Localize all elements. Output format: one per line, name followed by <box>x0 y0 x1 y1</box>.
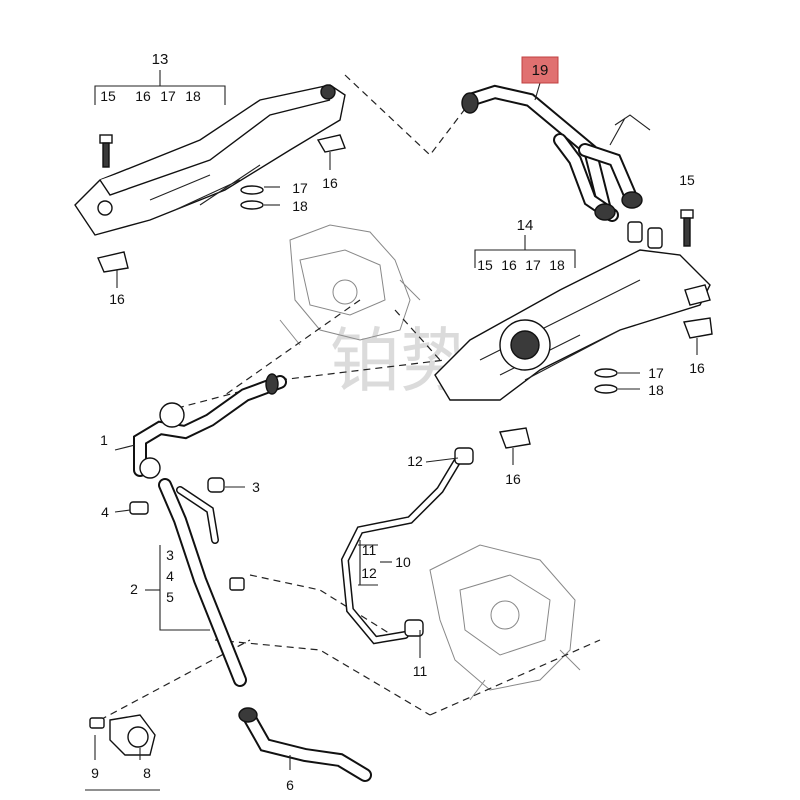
oring-18-lower <box>594 384 618 394</box>
callout-18-oring-lower: 18 <box>648 382 664 398</box>
callout-16-clip-right: 16 <box>689 360 705 376</box>
callout-17-bracket14: 17 <box>525 257 541 273</box>
assembly-lines <box>99 74 601 721</box>
callout-19: 19 <box>532 62 549 79</box>
callout-16-clip-mid: 16 <box>505 471 521 487</box>
oring-17-upper <box>240 185 264 195</box>
callout-15-right: 15 <box>679 172 695 188</box>
highlight-box-19 <box>521 56 559 84</box>
callout-15-bracket14: 15 <box>477 257 493 273</box>
bracket-14 <box>474 235 576 268</box>
callout-5-bracket2: 5 <box>166 589 174 605</box>
callout-3-clamp: 3 <box>252 479 260 495</box>
leader-lines <box>94 82 698 770</box>
callout-18-top: 18 <box>185 88 201 104</box>
callout-16-clip-left: 16 <box>109 291 125 307</box>
callout-14: 14 <box>517 217 534 234</box>
callout-4-bracket2: 4 <box>166 568 174 584</box>
callout-16-clip-top: 16 <box>322 175 338 191</box>
bracket-2 <box>145 545 210 631</box>
breather-hose-6 <box>238 707 372 782</box>
crankcase-vent-pipe <box>461 84 663 249</box>
callout-13: 13 <box>152 51 169 68</box>
clip-16-left <box>97 251 129 273</box>
callout-8: 8 <box>143 765 151 781</box>
callout-9: 9 <box>91 765 99 781</box>
engine-block-sketch-lower <box>429 544 581 701</box>
sub-brackets <box>85 544 378 791</box>
clip-16-mid <box>499 427 531 449</box>
bolt-15-left <box>99 134 113 168</box>
callout-15-top: 15 <box>100 88 116 104</box>
valve-cover-left <box>74 84 346 236</box>
callout-17-top: 17 <box>160 88 176 104</box>
engine-block-sketch-upper <box>279 224 421 346</box>
callout-3-bracket2: 3 <box>166 547 174 563</box>
callout-16-bracket14: 16 <box>501 257 517 273</box>
callout-12-clamp: 12 <box>407 453 423 469</box>
check-valve-8 <box>89 714 156 756</box>
callout-4-clip: 4 <box>101 504 109 520</box>
callout-10: 10 <box>395 554 411 570</box>
callout-6: 6 <box>286 777 294 793</box>
bracket-13 <box>94 70 226 105</box>
oring-18-upper <box>240 200 264 210</box>
clip-16-right <box>683 317 713 339</box>
bolt-15-right <box>680 209 694 247</box>
thin-hose-10 <box>340 447 474 645</box>
callout-11-bracket10: 11 <box>362 542 377 558</box>
clip-16-top <box>316 134 346 153</box>
callout-11-clamp: 11 <box>413 663 428 679</box>
callout-18-bracket14: 18 <box>549 257 565 273</box>
breather-hose-1 <box>133 373 287 479</box>
breather-hose-2 <box>129 477 247 687</box>
oring-17-lower <box>594 368 618 378</box>
callout-2: 2 <box>130 581 138 597</box>
callout-16-top: 16 <box>135 88 151 104</box>
valve-cover-right <box>434 249 711 401</box>
callout-1: 1 <box>100 432 108 448</box>
callout-12-bracket10: 12 <box>361 565 377 581</box>
callout-17-oring-upper: 17 <box>292 180 308 196</box>
callout-18-oring-upper: 18 <box>292 198 308 214</box>
callout-17-oring-lower: 17 <box>648 365 664 381</box>
